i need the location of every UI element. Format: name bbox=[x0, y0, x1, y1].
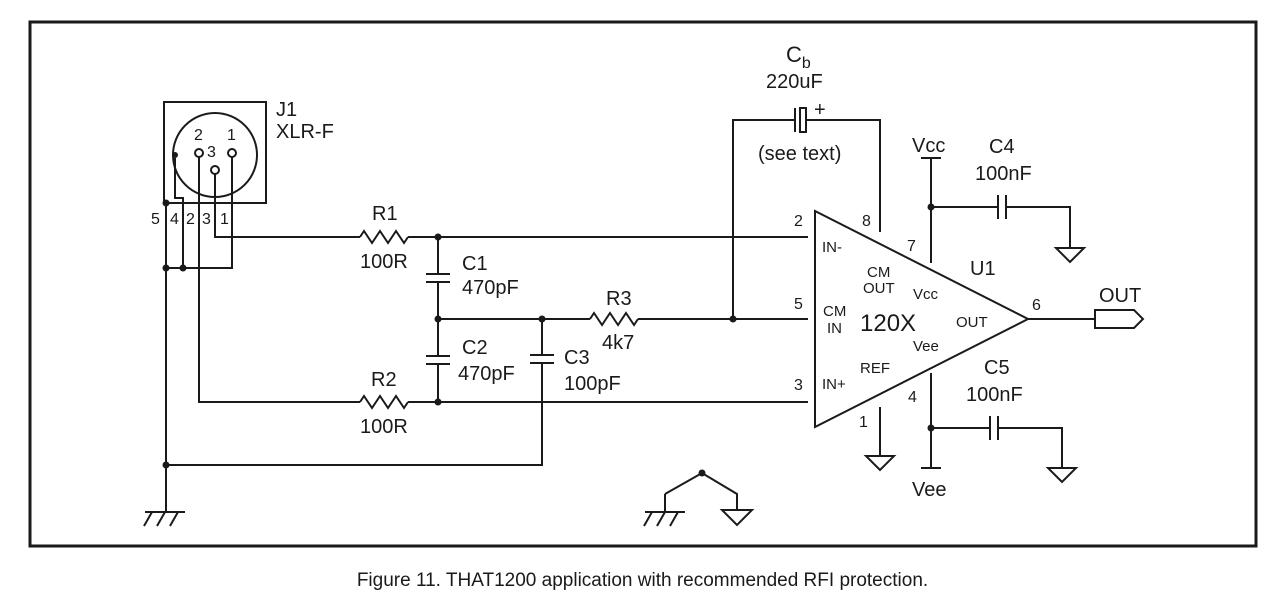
u1-label-in-plus: IN+ bbox=[822, 376, 846, 393]
u1-label-out: OUT bbox=[956, 314, 988, 331]
cb-value: 220uF bbox=[766, 71, 823, 93]
connector-wiring bbox=[162, 157, 543, 512]
c5-value: 100nF bbox=[966, 384, 1023, 406]
cb-ref-main: C bbox=[786, 42, 802, 67]
cb-plus: + bbox=[814, 99, 826, 121]
u1-pin-5: 5 bbox=[794, 296, 803, 313]
capacitor-c3: C3 100pF bbox=[438, 315, 621, 395]
xlr-pin-2-label: 2 bbox=[194, 127, 203, 144]
u1-label-cm-in-2: IN bbox=[827, 320, 842, 337]
resistor-r1: R1 100R bbox=[359, 203, 808, 273]
c5-ref: C5 bbox=[984, 357, 1010, 379]
cb-ref: Cb bbox=[786, 42, 811, 72]
output-port: OUT bbox=[1028, 285, 1145, 329]
r3-value: 4k7 bbox=[602, 332, 634, 354]
capacitor-c2: C2 470pF bbox=[426, 315, 515, 406]
capacitor-c5: C5 100nF bbox=[931, 357, 1079, 484]
figure-caption: Figure 11. THAT1200 application with rec… bbox=[356, 570, 929, 591]
u1-label-cm-in-1: CM bbox=[823, 303, 846, 320]
r1-value: 100R bbox=[360, 251, 408, 273]
capacitor-cb: + Cb 220uF (see text) bbox=[732, 42, 881, 319]
c1-ref: C1 bbox=[462, 253, 488, 275]
ground-junction-icon bbox=[643, 469, 755, 527]
lead-number-5: 5 bbox=[151, 211, 160, 228]
u1-ref: U1 bbox=[970, 258, 996, 280]
u1-label-ref: REF bbox=[860, 360, 890, 377]
c4-value: 100nF bbox=[975, 163, 1032, 185]
c4-ref: C4 bbox=[989, 136, 1015, 158]
r3-ref: R3 bbox=[606, 288, 632, 310]
xlr-connector-j1: 2 3 1 J1 XLR-F 5 4 2 3 1 bbox=[151, 99, 334, 228]
u1-pin-8: 8 bbox=[862, 213, 871, 230]
u1-pin-1: 1 bbox=[859, 414, 868, 431]
u1-label-vcc: Vcc bbox=[913, 286, 939, 303]
xlr-pin-3-label: 3 bbox=[207, 144, 216, 161]
u1-label-vee: Vee bbox=[913, 338, 939, 355]
capacitor-c1: C1 470pF bbox=[426, 233, 519, 319]
cb-note: (see text) bbox=[758, 143, 841, 165]
c1-value: 470pF bbox=[462, 277, 519, 299]
c3-ref: C3 bbox=[564, 347, 590, 369]
resistor-r3: R3 4k7 bbox=[589, 288, 808, 354]
u1-pin-6: 6 bbox=[1032, 297, 1041, 314]
vee-rail: Vee bbox=[912, 373, 946, 501]
j1-type: XLR-F bbox=[276, 121, 334, 143]
lead-number-2: 2 bbox=[186, 211, 195, 228]
vcc-rail: Vcc bbox=[912, 135, 945, 263]
u1-label-cm-out-2: OUT bbox=[863, 280, 895, 297]
vcc-rail-label: Vcc bbox=[912, 135, 945, 157]
u1-label-cm-out-1: CM bbox=[867, 264, 890, 281]
ref-ground-icon bbox=[863, 407, 897, 472]
lead-number-1: 1 bbox=[220, 211, 229, 228]
c3-value: 100pF bbox=[564, 373, 621, 395]
resistor-r2: R2 100R bbox=[359, 369, 808, 438]
lead-number-3: 3 bbox=[202, 211, 211, 228]
r2-ref: R2 bbox=[371, 369, 397, 391]
u1-pin-3: 3 bbox=[794, 377, 803, 394]
u1-part: 120X bbox=[860, 310, 916, 337]
r2-value: 100R bbox=[360, 416, 408, 438]
j1-ref: J1 bbox=[276, 99, 297, 121]
c2-ref: C2 bbox=[462, 337, 488, 359]
u1-pin-4: 4 bbox=[908, 389, 917, 406]
ic-u1: U1 120X IN- IN+ CM OUT CM IN Vcc Vee OUT… bbox=[794, 209, 1041, 431]
vee-rail-label: Vee bbox=[912, 479, 946, 501]
r1-ref: R1 bbox=[372, 203, 398, 225]
chassis-ground-icon bbox=[143, 511, 185, 527]
capacitor-c4: C4 100nF bbox=[931, 136, 1087, 264]
xlr-pin-1-label: 1 bbox=[227, 127, 236, 144]
output-label: OUT bbox=[1099, 285, 1141, 307]
cb-ref-sub: b bbox=[802, 55, 811, 72]
figure-border bbox=[28, 20, 1258, 548]
u1-label-in-minus: IN- bbox=[822, 239, 842, 256]
c2-value: 470pF bbox=[458, 363, 515, 385]
u1-pin-7: 7 bbox=[907, 238, 916, 255]
lead-number-4: 4 bbox=[170, 211, 179, 228]
u1-pin-2: 2 bbox=[794, 213, 803, 230]
